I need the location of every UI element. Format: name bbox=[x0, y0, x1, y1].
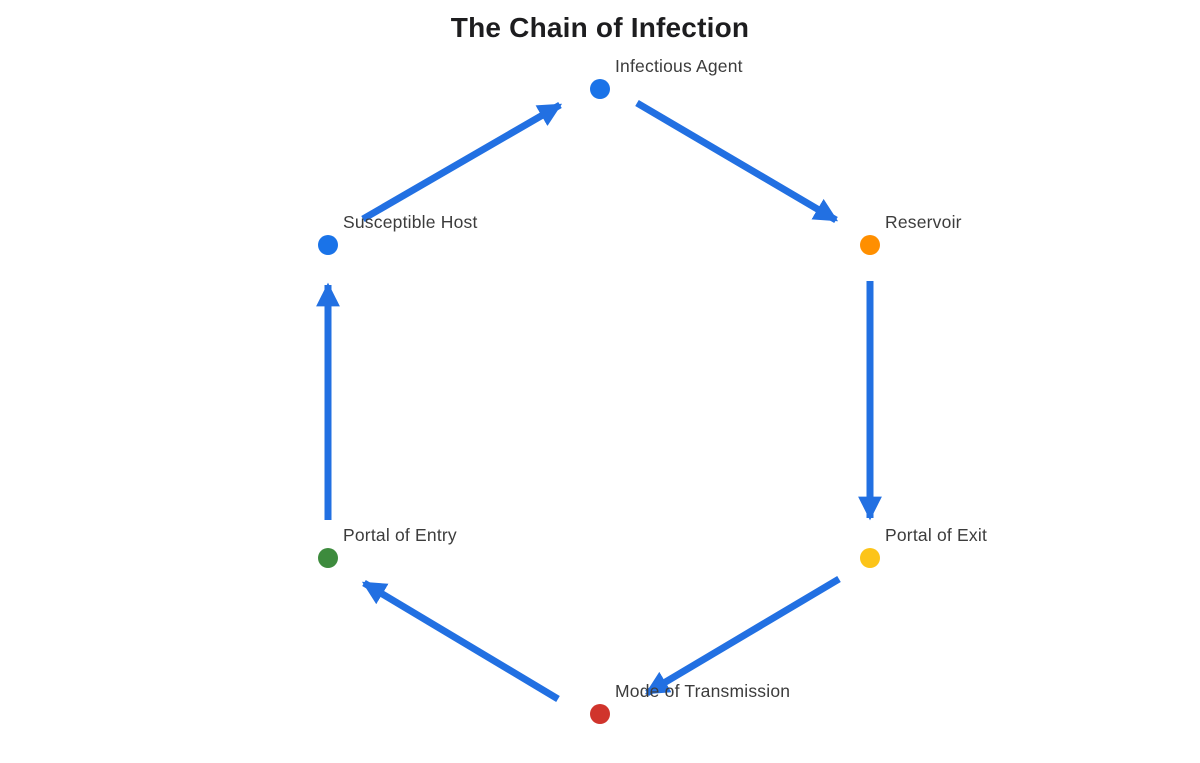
infectious-agent-dot bbox=[590, 79, 610, 99]
susceptible-host-dot bbox=[318, 235, 338, 255]
arrow-infectious-agent-to-reservoir bbox=[635, 99, 839, 224]
portal-of-entry-dot bbox=[318, 548, 338, 568]
susceptible-host-label: Susceptible Host bbox=[343, 212, 478, 232]
arrow-portal-of-exit-to-mode-of-transmission bbox=[644, 575, 841, 697]
arrow-susceptible-host-to-infectious-agent bbox=[361, 101, 563, 223]
mode-of-transmission-label: Mode of Transmission bbox=[615, 681, 791, 701]
arrow-mode-of-transmission-to-portal-of-entry bbox=[361, 579, 560, 703]
infectious-agent-label: Infectious Agent bbox=[615, 56, 743, 76]
portal-of-entry-label: Portal of Entry bbox=[343, 525, 457, 545]
mode-of-transmission-dot bbox=[590, 704, 610, 724]
portal-of-exit-label: Portal of Exit bbox=[885, 525, 988, 545]
reservoir-dot bbox=[860, 235, 880, 255]
diagram-title: The Chain of Infection bbox=[450, 12, 750, 43]
portal-of-exit-dot bbox=[860, 548, 880, 568]
reservoir-label: Reservoir bbox=[885, 212, 962, 232]
